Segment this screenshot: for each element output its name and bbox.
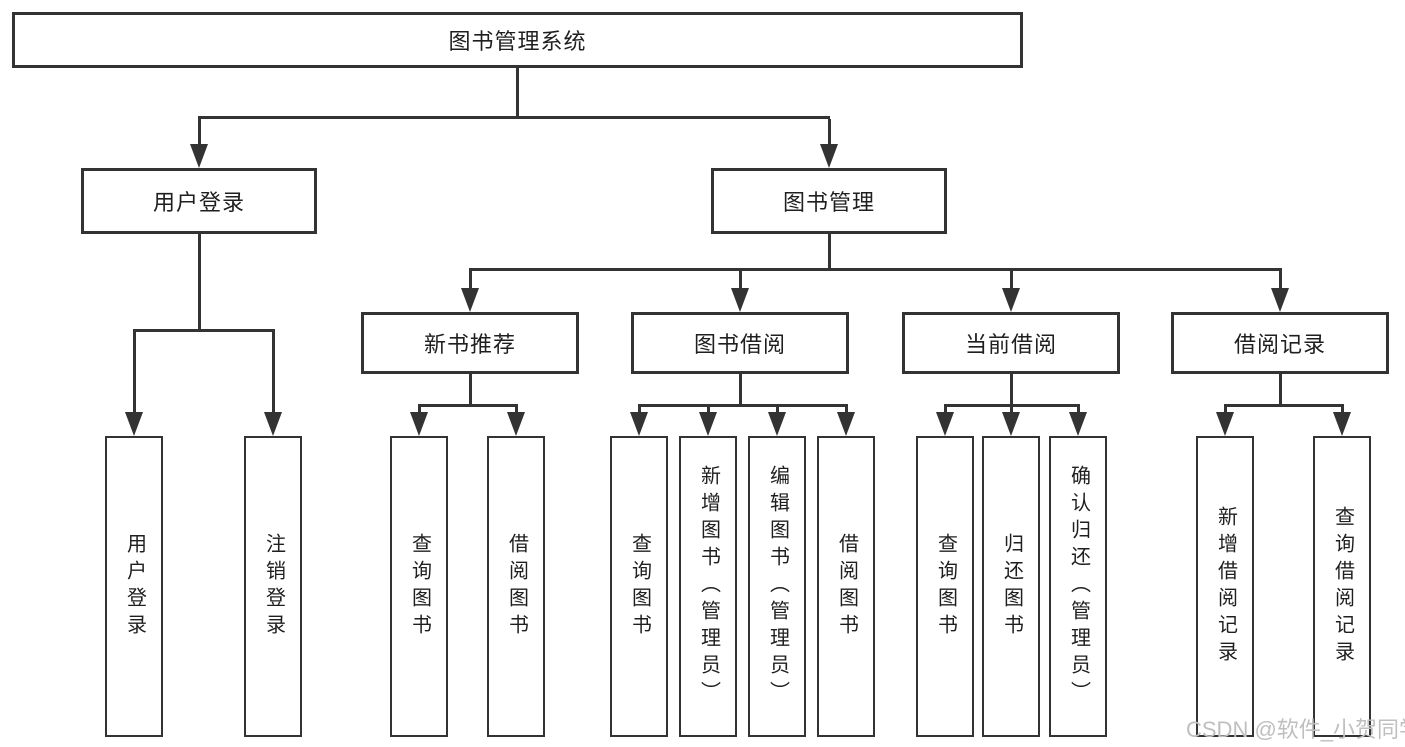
connector-vline bbox=[828, 119, 831, 145]
leaf-borrow-books-borrowing: 借阅图书 bbox=[817, 436, 875, 737]
leaf-return-book: 归还图书 bbox=[982, 436, 1040, 737]
leaf-query-borrow-record: 查询借阅记录 bbox=[1313, 436, 1371, 737]
arrowhead-down-icon bbox=[768, 412, 786, 436]
leaf-query-books-recommend-label: 查询图书 bbox=[408, 532, 431, 641]
node-book-management-label: 图书管理 bbox=[782, 190, 875, 215]
connector-vline bbox=[1077, 407, 1080, 414]
node-borrowing-records: 借阅记录 bbox=[1171, 312, 1389, 374]
arrowhead-down-icon bbox=[461, 288, 479, 312]
arrowhead-down-icon bbox=[820, 144, 838, 168]
connector-hline bbox=[944, 404, 1080, 407]
leaf-query-books-recommend: 查询图书 bbox=[390, 436, 448, 737]
leaf-borrow-books-recommend-label: 借阅图书 bbox=[505, 532, 528, 641]
connector-vline bbox=[1010, 374, 1013, 406]
node-new-book-recommendation-label: 新书推荐 bbox=[423, 332, 516, 357]
connector-vline bbox=[845, 407, 848, 414]
connector-vline bbox=[516, 68, 519, 119]
leaf-query-books-borrowing-label: 查询图书 bbox=[628, 532, 651, 641]
connector-vline bbox=[1010, 271, 1013, 289]
node-user-login: 用户登录 bbox=[81, 168, 317, 234]
node-current-borrowing-label: 当前借阅 bbox=[964, 332, 1057, 357]
leaf-user-login-label: 用户登录 bbox=[123, 532, 146, 641]
connector-vline bbox=[1341, 407, 1344, 414]
arrowhead-down-icon bbox=[1002, 288, 1020, 312]
node-book-borrowing-label: 图书借阅 bbox=[693, 332, 786, 357]
leaf-query-books-current-label: 查询图书 bbox=[934, 532, 957, 641]
leaf-query-borrow-record-label: 查询借阅记录 bbox=[1331, 505, 1354, 668]
connector-vline bbox=[272, 332, 275, 412]
arrowhead-down-icon bbox=[1216, 412, 1234, 436]
node-library-system: 图书管理系统 bbox=[12, 12, 1023, 68]
connector-vline bbox=[1010, 407, 1013, 414]
leaf-borrow-books-recommend: 借阅图书 bbox=[487, 436, 545, 737]
node-borrowing-records-label: 借阅记录 bbox=[1233, 332, 1326, 357]
arrowhead-down-icon bbox=[190, 144, 208, 168]
arrowhead-down-icon bbox=[264, 412, 282, 436]
leaf-logout-label: 注销登录 bbox=[262, 532, 285, 641]
connector-vline bbox=[133, 332, 136, 412]
connector-vline bbox=[1224, 407, 1227, 414]
connector-hline bbox=[1224, 404, 1344, 407]
arrowhead-down-icon bbox=[1002, 412, 1020, 436]
connector-vline bbox=[469, 374, 472, 406]
arrowhead-down-icon bbox=[1333, 412, 1351, 436]
connector-hline bbox=[133, 329, 275, 332]
leaf-add-book-admin: 新增图书（管理员） bbox=[679, 436, 737, 737]
connector-vline bbox=[418, 407, 421, 414]
leaf-confirm-return-admin-label: 确认归还（管理员） bbox=[1067, 465, 1090, 708]
arrowhead-down-icon bbox=[936, 412, 954, 436]
leaf-add-book-admin-label: 新增图书（管理员） bbox=[697, 465, 720, 708]
connector-vline bbox=[198, 234, 201, 331]
connector-hline bbox=[638, 404, 848, 407]
leaf-logout: 注销登录 bbox=[244, 436, 302, 737]
arrowhead-down-icon bbox=[630, 412, 648, 436]
connector-vline bbox=[828, 234, 831, 270]
arrowhead-down-icon bbox=[410, 412, 428, 436]
node-book-borrowing: 图书借阅 bbox=[631, 312, 849, 374]
connector-vline bbox=[515, 407, 518, 414]
connector-vline bbox=[469, 271, 472, 289]
leaf-edit-book-admin: 编辑图书（管理员） bbox=[748, 436, 806, 737]
connector-vline bbox=[1279, 374, 1282, 406]
connector-vline bbox=[1279, 271, 1282, 289]
connector-vline bbox=[198, 119, 201, 145]
node-current-borrowing: 当前借阅 bbox=[902, 312, 1120, 374]
node-book-management: 图书管理 bbox=[711, 168, 947, 234]
connector-vline bbox=[739, 374, 742, 406]
arrowhead-down-icon bbox=[699, 412, 717, 436]
arrowhead-down-icon bbox=[1271, 288, 1289, 312]
leaf-user-login: 用户登录 bbox=[105, 436, 163, 737]
node-library-system-label: 图书管理系统 bbox=[448, 29, 587, 54]
leaf-query-books-borrowing: 查询图书 bbox=[610, 436, 668, 737]
connector-vline bbox=[739, 271, 742, 289]
arrowhead-down-icon bbox=[125, 412, 143, 436]
connector-hline bbox=[418, 404, 518, 407]
node-new-book-recommendation: 新书推荐 bbox=[361, 312, 579, 374]
leaf-query-books-current: 查询图书 bbox=[916, 436, 974, 737]
connector-hline bbox=[469, 268, 1282, 271]
arrowhead-down-icon bbox=[731, 288, 749, 312]
leaf-confirm-return-admin: 确认归还（管理员） bbox=[1049, 436, 1107, 737]
connector-vline bbox=[776, 407, 779, 414]
arrowhead-down-icon bbox=[837, 412, 855, 436]
connector-hline bbox=[198, 116, 830, 119]
leaf-add-borrow-record: 新增借阅记录 bbox=[1196, 436, 1254, 737]
leaf-edit-book-admin-label: 编辑图书（管理员） bbox=[766, 465, 789, 708]
leaf-add-borrow-record-label: 新增借阅记录 bbox=[1214, 505, 1237, 668]
connector-vline bbox=[707, 407, 710, 414]
csdn-watermark: CSDN @软件_小贺同学 bbox=[1186, 717, 1405, 742]
arrowhead-down-icon bbox=[1069, 412, 1087, 436]
connector-vline bbox=[944, 407, 947, 414]
leaf-return-book-label: 归还图书 bbox=[1000, 532, 1023, 641]
node-user-login-label: 用户登录 bbox=[152, 190, 245, 215]
connector-vline bbox=[638, 407, 641, 414]
leaf-borrow-books-borrowing-label: 借阅图书 bbox=[835, 532, 858, 641]
arrowhead-down-icon bbox=[507, 412, 525, 436]
